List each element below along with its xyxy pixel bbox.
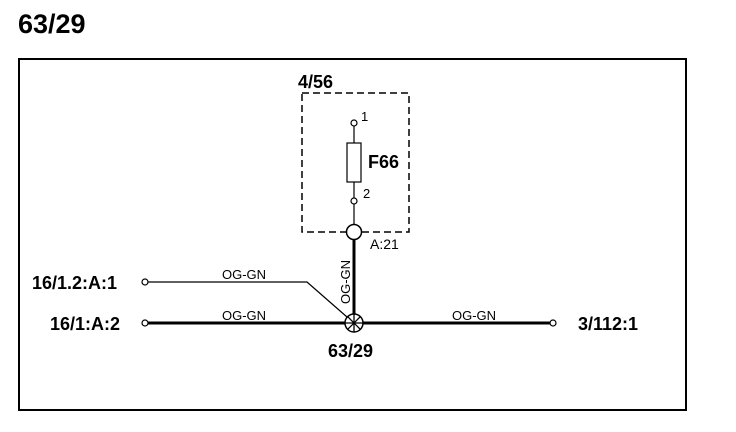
wire-vertical-label: OG-GN	[338, 260, 353, 304]
wire-lower-left-label: OG-GN	[222, 308, 266, 323]
terminal-right-label: 3/112:1	[578, 314, 638, 334]
fuse-pin-1-label: 1	[361, 109, 368, 124]
page-title: 63/29	[18, 9, 86, 39]
wire-upper-left	[148, 281, 348, 318]
component-label: 4/56	[298, 72, 333, 92]
fuse-symbol	[346, 142, 362, 183]
wire-right-label: OG-GN	[452, 308, 496, 323]
terminal-lower-left	[141, 319, 149, 327]
terminal-right	[549, 319, 557, 327]
splice-label: 63/29	[328, 341, 373, 361]
fuse-pin-2	[350, 197, 358, 205]
connector-pin	[345, 223, 363, 241]
connector-pin-label: A:21	[370, 236, 399, 252]
wire-upper-left-label: OG-GN	[222, 267, 266, 282]
diagram-frame	[18, 58, 687, 411]
fuse-pin-1	[350, 119, 358, 127]
fuse-pin-2-label: 2	[363, 186, 370, 201]
fuse-label: F66	[368, 152, 399, 172]
terminal-upper-left-label: 16/1.2:A:1	[32, 273, 117, 293]
splice-icon	[344, 313, 364, 333]
terminal-upper-left	[141, 278, 149, 286]
terminal-lower-left-label: 16/1:A:2	[50, 314, 120, 334]
